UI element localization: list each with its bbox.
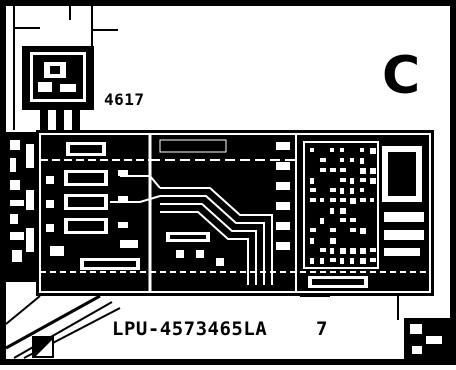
diagonal-traces [5,294,121,359]
part-number-label: LPU-4573465LA [112,318,268,340]
pad-grid [310,148,376,264]
part-suffix-label: 7 [316,318,328,340]
corner-component [300,295,450,360]
corner-letter: C [382,46,421,106]
main-circuit-block [36,130,434,296]
bottom-border [0,359,456,365]
edge-connector [6,132,40,282]
right-border [450,0,456,365]
top-border [0,0,456,6]
small-ic-chip [22,46,94,132]
chip-code-label: 4617 [104,90,145,109]
left-border [0,0,6,365]
